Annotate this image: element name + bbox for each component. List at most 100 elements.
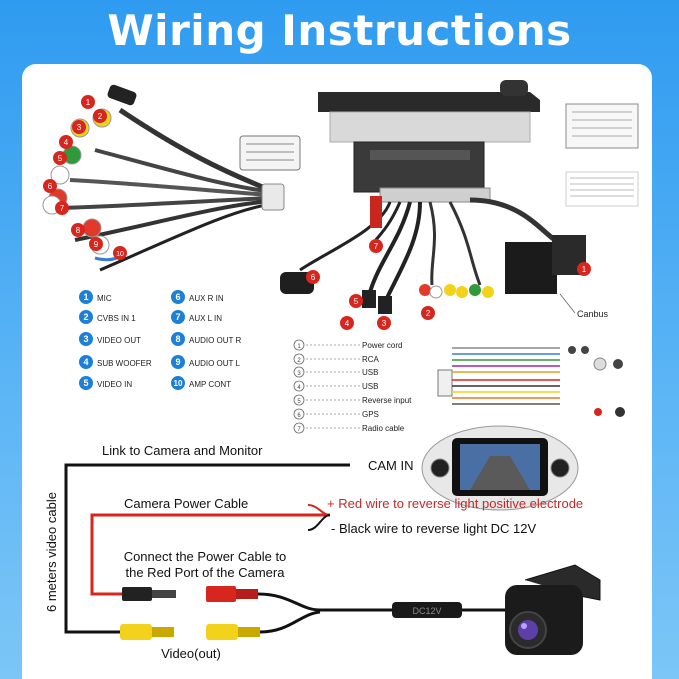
legend-item-10: 10 AMP CONT (171, 376, 231, 390)
callout-2: 2 (93, 109, 107, 123)
svg-text:5: 5 (297, 399, 301, 405)
callout-9: 9 (89, 237, 103, 251)
svg-text:USB: USB (362, 368, 378, 377)
svg-text:1: 1 (86, 98, 91, 107)
svg-text:5: 5 (354, 297, 359, 306)
harness-legend: 1 MIC 2 CVBS IN 1 3 VIDEO OUT 4 SUB WOOFER 5… (79, 290, 242, 390)
callout-8: 8 (71, 223, 85, 237)
svg-text:8: 8 (76, 226, 81, 235)
radio-legend-7: 7 Radio cable (293, 422, 405, 434)
radio-callouts: 1 2 3 4 5 6 7 (306, 239, 591, 330)
svg-text:GPS: GPS (362, 410, 379, 419)
svg-text:2: 2 (83, 312, 88, 322)
callout-6: 6 (43, 179, 57, 193)
svg-text:7: 7 (374, 242, 379, 251)
legend-item-5: 5 VIDEO IN (79, 376, 132, 390)
svg-text:VIDEO IN: VIDEO IN (97, 380, 132, 389)
radio-callout-7: 7 (369, 239, 383, 253)
svg-text:Radio cable: Radio cable (362, 424, 405, 433)
svg-text:AUDIO OUT R: AUDIO OUT R (189, 336, 242, 345)
svg-text:4: 4 (297, 385, 301, 391)
svg-text:1: 1 (582, 265, 587, 274)
svg-text:8: 8 (175, 334, 180, 344)
radio-callout-2: 2 (421, 306, 435, 320)
svg-text:5: 5 (58, 154, 63, 163)
power-cable-label: Camera Power Cable (124, 496, 248, 511)
svg-text:Reverse input: Reverse input (362, 396, 412, 405)
svg-text:6: 6 (311, 273, 316, 282)
pinout-diagram (565, 103, 639, 207)
svg-text:7: 7 (297, 427, 301, 433)
svg-text:7: 7 (60, 204, 65, 213)
svg-text:4: 4 (64, 138, 69, 147)
cable-length-label: 6 meters video cable (44, 492, 59, 612)
svg-text:USB: USB (362, 382, 378, 391)
svg-text:4: 4 (83, 357, 88, 367)
harness-callouts: 1 2 3 4 5 6 7 8 9 10 (43, 95, 127, 260)
radio-cables (280, 196, 586, 314)
backup-camera (505, 564, 601, 655)
callout-10: 10 (113, 246, 127, 260)
radio-legend-6: 6 GPS (293, 408, 379, 420)
radio-legend-4: 4 USB (293, 380, 378, 392)
legend-item-3: 3 VIDEO OUT (79, 332, 141, 346)
callout-7: 7 (55, 201, 69, 215)
legend-item-2: 2 CVBS IN 1 (79, 310, 136, 324)
svg-text:1: 1 (83, 292, 88, 302)
svg-text:AUX L IN: AUX L IN (189, 314, 222, 323)
svg-text:Power cord: Power cord (362, 341, 402, 350)
radio-callout-1: 1 (577, 262, 591, 276)
callout-4: 4 (59, 135, 73, 149)
svg-text:6: 6 (297, 413, 301, 419)
svg-text:RCA: RCA (362, 355, 380, 364)
car-monitor (421, 425, 579, 511)
cam-in-label: CAM IN (368, 458, 414, 473)
svg-text:MIC: MIC (97, 294, 112, 303)
svg-text:6: 6 (48, 182, 53, 191)
wiring-schematic (437, 346, 625, 417)
rca-harness (42, 84, 301, 272)
svg-text:VIDEO OUT: VIDEO OUT (97, 336, 141, 345)
svg-text:5: 5 (83, 378, 88, 388)
legend-item-8: 8 AUDIO OUT R (171, 332, 242, 346)
radio-callout-6: 6 (306, 270, 320, 284)
svg-text:3: 3 (297, 371, 301, 377)
radio-callout-4: 4 (340, 316, 354, 330)
link-label: Link to Camera and Monitor (102, 443, 263, 458)
video-out-label: Video(out) (161, 646, 221, 661)
connect-note-line2: the Red Port of the Camera (126, 565, 286, 580)
svg-text:9: 9 (175, 357, 180, 367)
radio-callout-5: 5 (349, 294, 363, 308)
callout-1: 1 (81, 95, 95, 109)
svg-text:4: 4 (345, 319, 350, 328)
svg-text:9: 9 (94, 240, 99, 249)
legend-item-1: 1 MIC (79, 290, 112, 304)
svg-text:3: 3 (83, 334, 88, 344)
legend-item-6: 6 AUX R IN (171, 290, 224, 304)
svg-text:3: 3 (77, 123, 82, 132)
svg-text:SUB WOOFER: SUB WOOFER (97, 359, 152, 368)
svg-text:2: 2 (297, 358, 301, 364)
svg-text:AMP CONT: AMP CONT (189, 380, 231, 389)
svg-text:AUX R IN: AUX R IN (189, 294, 224, 303)
svg-text:10: 10 (174, 379, 183, 388)
canbus-label: Canbus (577, 309, 609, 319)
radio-legend-5: 5 Reverse input (293, 394, 412, 406)
svg-text:2: 2 (98, 112, 103, 121)
svg-text:CVBS IN 1: CVBS IN 1 (97, 314, 136, 323)
dc12v-label: DC12V (412, 606, 441, 616)
radio-legend-2: 2 RCA (293, 353, 380, 365)
connect-note-line1: Connect the Power Cable to (124, 549, 287, 564)
svg-text:2: 2 (426, 309, 431, 318)
red-wire-label: + Red wire to reverse light positive ele… (327, 496, 583, 511)
radio-legend-3: 3 USB (293, 366, 378, 378)
legend-item-4: 4 SUB WOOFER (79, 355, 152, 369)
black-wire-label: - Black wire to reverse light DC 12V (331, 521, 537, 536)
svg-text:6: 6 (175, 292, 180, 302)
